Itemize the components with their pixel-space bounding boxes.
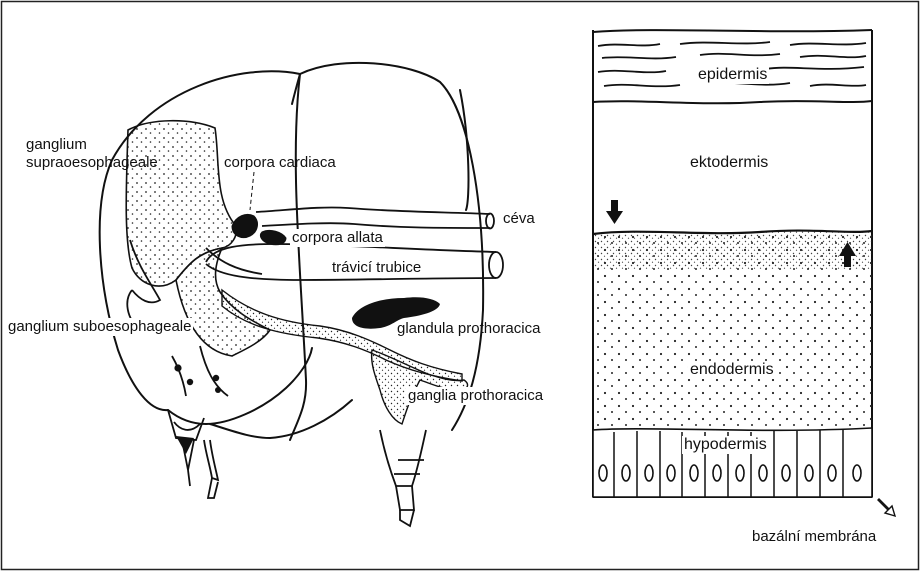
- ceva-tube: [256, 207, 494, 228]
- label-hypodermis: hypodermis: [682, 436, 769, 454]
- label-ceva: céva: [503, 210, 535, 228]
- label-ganglium-sub: ganglium suboesophageale: [6, 318, 193, 336]
- label-corpora-cardiaca: corpora cardiaca: [224, 154, 336, 172]
- label-ektodermis: ektodermis: [690, 154, 768, 172]
- label-epidermis: epidermis: [696, 66, 769, 84]
- label-glandula: glandula prothoracica: [397, 320, 540, 338]
- arrow-down-icon: [606, 200, 623, 224]
- label-bazalni-membrana: bazální membrána: [752, 528, 876, 546]
- corpora-cardiaca-leader: [250, 172, 254, 210]
- label-ganglium-supra-2: supraoesophageale: [26, 154, 158, 172]
- ganglion-supraoesophageale: [126, 121, 236, 286]
- corpora-organs: [232, 214, 286, 244]
- label-travici-trubice: trávicí trubice: [330, 259, 423, 277]
- label-ganglia-pro: ganglia prothoracica: [406, 387, 545, 405]
- label-corpora-allata: corpora allata: [290, 229, 385, 247]
- label-ganglium-supra-1: ganglium: [26, 136, 87, 154]
- hollow-arrow-icon: [878, 499, 895, 516]
- appendages: [168, 410, 426, 526]
- endodermis-fill-dense: [593, 231, 872, 270]
- label-endodermis: endodermis: [688, 361, 776, 379]
